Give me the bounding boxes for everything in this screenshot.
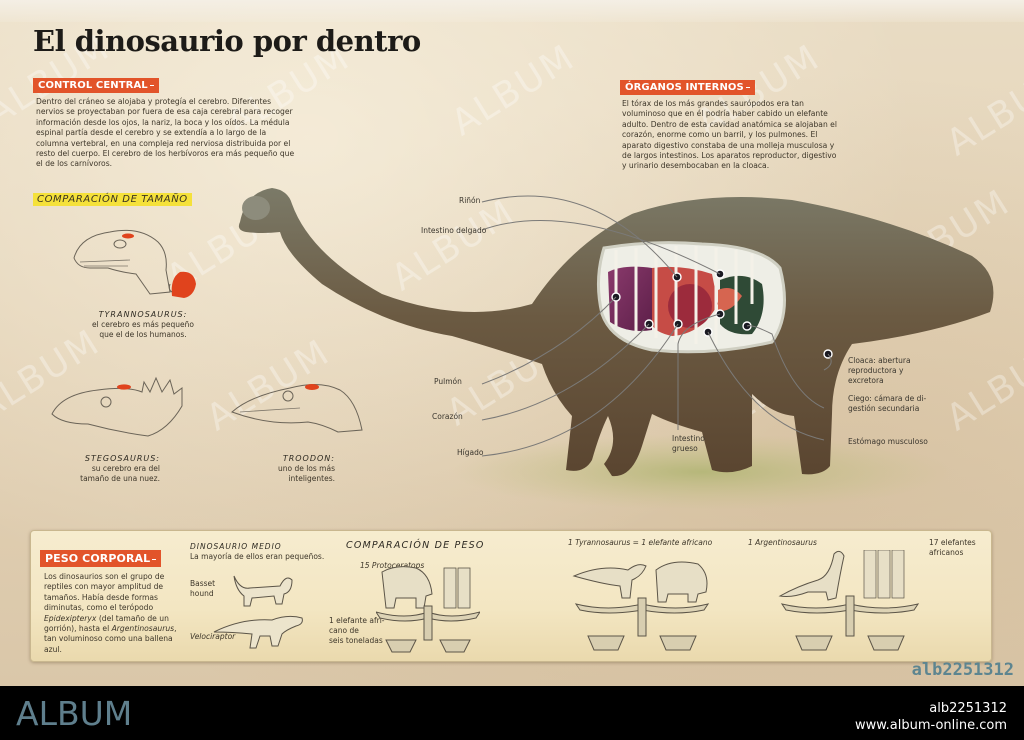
- label-estomago: Estómago musculoso: [848, 437, 928, 446]
- footer-image-id: alb2251312: [929, 701, 1007, 716]
- label-pulmon: Pulmón: [434, 377, 462, 386]
- label-higado: Hígado: [457, 448, 484, 457]
- trex-equals-elephant-label: 1 Tyrannosaurus = 1 elefante africano: [568, 538, 713, 547]
- protoceratops-label: 15 Protoceratops: [360, 561, 425, 570]
- control-central-text: Dentro del cráneo se alojaba y protegía …: [36, 97, 295, 169]
- footer-bar: ALBUM alb2251312 www.album-online.com: [0, 686, 1024, 740]
- scale-argentinosaurus-vs-elephants: [778, 550, 920, 651]
- footer-url[interactable]: www.album-online.com: [854, 718, 1007, 733]
- stegosaurus-head-sketch: [51, 376, 183, 437]
- watermark: ALBUM: [444, 36, 583, 145]
- basset-hound-label: Basset hound: [190, 579, 216, 598]
- tyrannosaurus-caption: TYRANNOSAURUS: el cerebro es más pequeño…: [92, 310, 194, 339]
- label-rinon: Riñón: [459, 196, 481, 205]
- infographic-page: ALBUM ALBUM ALBUM ALBUM ALBUM ALBUM ALBU…: [0, 0, 1024, 686]
- dinosaurio-medio-block: DINOSAURIO MEDIO La mayoría de ellos era…: [190, 542, 325, 561]
- velociraptor-label: Velociraptor: [190, 632, 236, 641]
- organos-internos-tag: ÓRGANOS INTERNOS: [620, 80, 755, 95]
- peso-corporal-tag: PESO CORPORAL: [40, 550, 162, 567]
- elefante-seis-toneladas-label: 1 elefante afri- cano de seis toneladas: [329, 616, 385, 645]
- troodon-head-sketch: [231, 384, 363, 433]
- footer-info: alb2251312 www.album-online.com: [855, 700, 1007, 734]
- organos-internos-text: El tórax de los más grandes saurópodos e…: [622, 99, 837, 171]
- sauropod-anatomy-illustration: [238, 188, 994, 510]
- size-comparison-tag: Comparación de tamaño: [33, 193, 192, 206]
- label-ciego: Ciego: cámara de di- gestión secundaria: [848, 394, 927, 413]
- page-title: El dinosaurio por dentro: [33, 24, 421, 58]
- velociraptor-sketch: [213, 615, 303, 649]
- control-central-tag: CONTROL CENTRAL: [33, 78, 159, 93]
- torn-paper-edge: [0, 0, 1024, 22]
- basset-hound-sketch: [233, 575, 293, 607]
- label-intestino-grueso: Intestino grueso: [672, 434, 705, 453]
- diecisiete-elefantes-label: 17 elefantes africanos: [929, 538, 976, 557]
- peso-corporal-text: Los dinosaurios son el grupo de reptiles…: [44, 572, 177, 654]
- watermark: ALBUM: [939, 56, 1024, 165]
- label-cloaca: Cloaca: abertura reproductora y excretor…: [848, 356, 911, 385]
- stegosaurus-caption: STEGOSAURUS: su cerebro era del tamaño d…: [80, 454, 160, 483]
- scale-elephant-vs-protoceratops: [376, 566, 480, 653]
- scale-trex-vs-elephant: [572, 561, 710, 651]
- reference-code: alb2251312: [911, 660, 1014, 680]
- argentinosaurus-label: 1 Argentinosaurus: [748, 538, 817, 547]
- label-intestino-delgado: Intestino delgado: [421, 226, 487, 235]
- tyrannosaurus-head-sketch: [73, 229, 196, 298]
- troodon-caption: TROODON: uno de los más inteligentes.: [277, 454, 335, 483]
- album-logo[interactable]: ALBUM: [16, 694, 133, 733]
- label-corazon: Corazón: [432, 412, 463, 421]
- weight-comparison-heading: COMPARACIÓN DE PESO: [346, 540, 485, 551]
